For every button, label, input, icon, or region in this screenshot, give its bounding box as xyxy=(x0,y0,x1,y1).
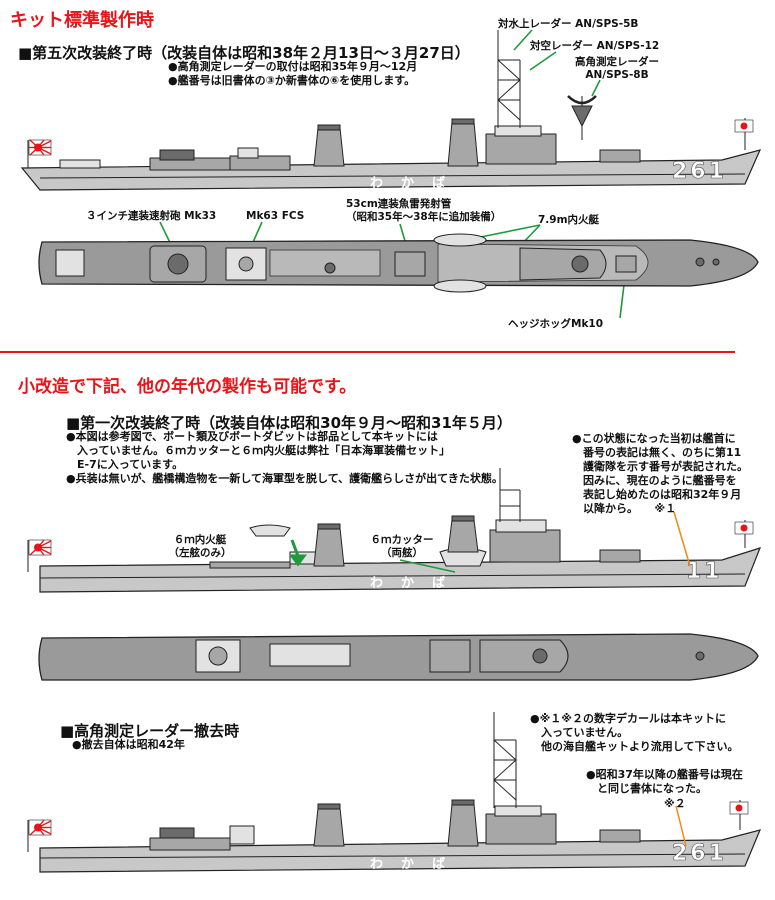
label-6m-launch-1: ６ｍ内火艇 xyxy=(173,534,227,546)
ship3-rising-sun-ensign xyxy=(27,819,52,852)
ship2-deck-outline xyxy=(38,633,759,681)
section2-note-2: 入っていません。６ｍカッターと６ｍ内火艇は弊社「日本海軍装備セット」 xyxy=(66,444,451,457)
ship1-side-view: 261 わかば xyxy=(20,30,762,191)
ship3-funnel-aft xyxy=(447,803,479,847)
section3-side-note-1b: 入っていません。 xyxy=(530,726,629,739)
section2-side-note-4: 因みに、現在のように艦番号を xyxy=(572,474,737,487)
section3-note-1: ●撤去自体は昭和42年 xyxy=(72,738,185,751)
section2-side-note-5: 表記し始めたのは昭和32年９月 xyxy=(572,488,742,501)
label-6m-cutter-1: ６ｍカッター xyxy=(370,534,434,546)
ship3-hull-number: 261 xyxy=(672,841,727,866)
ship2-side-view: 11 わかば xyxy=(27,468,762,593)
label-6m-cutter-2: （両舷） xyxy=(381,547,423,559)
section3-side-note-2b: と同じ書体になった。 xyxy=(586,782,707,795)
section2-title: 小改造で下記、他の年代の製作も可能です。 xyxy=(18,377,357,397)
label-radar-height-1: 高角測定レーダー xyxy=(575,56,659,68)
section1-title: キット標準製作時 xyxy=(10,10,154,31)
label-torpedo-2: （昭和35年～38年に追加装備） xyxy=(346,211,502,223)
label-torpedo-1: 53cm連装魚雷発射管 xyxy=(346,198,452,210)
ship3-side-view: 261 わかば xyxy=(27,712,762,873)
section1-note-1: ●高角測定レーダーの取付は昭和35年９月～12月 xyxy=(168,60,418,73)
ship1-deck-plan xyxy=(38,233,759,293)
ship1-funnel-fore xyxy=(313,127,345,167)
section2-side-note-1: ●この状態になった当初は艦首に xyxy=(572,432,736,445)
ship2-hull-number: 11 xyxy=(686,559,723,584)
label-fcs: Mk63 FCS xyxy=(246,210,305,222)
ship2-deck-plan xyxy=(38,633,759,681)
section1-heading: ■第五次改装終了時（改装自体は昭和38年２月13日～３月27日） xyxy=(18,44,470,62)
section2-heading: ■第一次改装終了時（改装自体は昭和30年９月～昭和31年５月） xyxy=(66,414,512,432)
note1-leader xyxy=(673,511,691,567)
note2-leader xyxy=(675,805,687,847)
section2-side-note-3: 護衛隊を示す番号が表記された。 xyxy=(572,460,748,473)
label-radar-surface: 対水上レーダー AN/SPS-5B xyxy=(498,18,639,30)
ship2-hull-name: わかば xyxy=(370,576,463,591)
section3-side-note-1c: 他の海自艦キットより流用して下さい。 xyxy=(530,740,739,753)
ship1-height-finder-radar-icon xyxy=(567,95,597,140)
ship3-hull-name: わかば xyxy=(370,857,463,872)
section1-note-2: ●艦番号は旧書体の③か新書体の⑥を使用します。 xyxy=(168,74,416,87)
section2-side-note-2: 番号の表記は無く、のちに第11 xyxy=(572,446,742,459)
ship2-funnel-aft xyxy=(447,519,479,553)
label-radar-height-2: AN/SPS-8B xyxy=(585,69,649,81)
ship1-hull-name: わかば xyxy=(370,176,463,191)
section2-note-3: E-7に入っています。 xyxy=(66,458,184,471)
section2-side-note-6: 以降から。 ※１ xyxy=(572,502,677,515)
ship2-funnel-fore xyxy=(313,527,345,567)
label-radar-air: 対空レーダー AN/SPS-12 xyxy=(530,40,660,52)
ship3-funnel-fore xyxy=(313,807,345,847)
ship1-hull-number: 261 xyxy=(672,159,727,184)
label-6m-launch-2: （左舷のみ） xyxy=(168,547,232,559)
label-gun: ３インチ連装速射砲 Mk33 xyxy=(86,210,217,222)
section3-side-note-1a: ●※１※２の数字デカールは本キットに xyxy=(530,712,726,725)
ship1-funnel-aft xyxy=(447,121,479,167)
section3-side-note-2c: ※２ xyxy=(664,797,686,810)
label-launch: 7.9m内火艇 xyxy=(538,214,600,226)
ship2-annotation-arrows xyxy=(289,539,456,573)
ship2-rising-sun-ensign xyxy=(27,539,52,572)
section2-note-4: ●兵装は無いが、艦橋構造物を一新して海軍型を脱して、護衛艦らしさが出てきた状態。 xyxy=(66,472,503,485)
section-divider xyxy=(0,351,735,353)
section3-side-note-2a: ●昭和37年以降の艦番号は現在 xyxy=(586,768,743,781)
section2-note-1: ●本図は参考図で、ボート類及びボートダビットは部品として本キットには xyxy=(66,430,438,443)
label-hedgehog: ヘッジホッグMk10 xyxy=(508,318,604,330)
ship1-rising-sun-ensign xyxy=(27,139,52,172)
section3-heading: ■高角測定レーダー撤去時 xyxy=(60,722,240,740)
